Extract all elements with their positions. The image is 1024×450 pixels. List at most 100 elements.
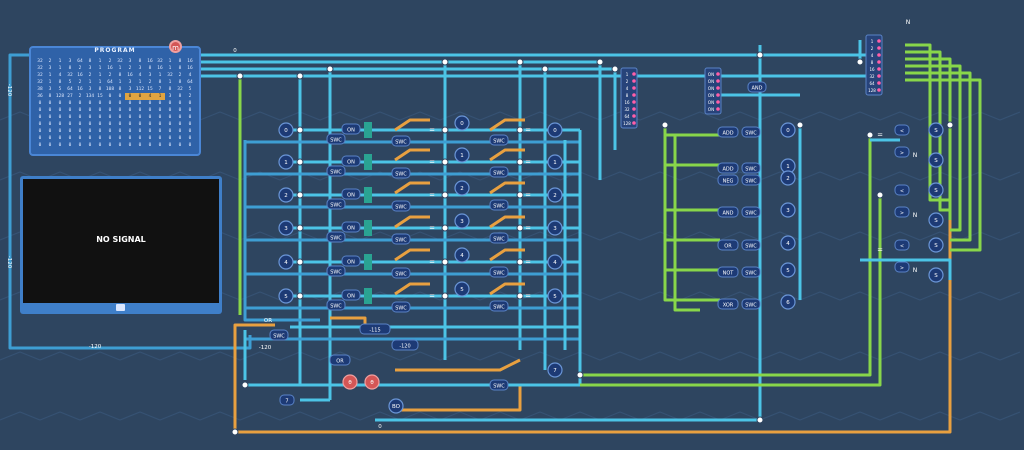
program-cell[interactable]: 0 — [188, 115, 192, 120]
program-cell[interactable]: 1 — [168, 59, 172, 64]
program-cell[interactable]: 0 — [108, 101, 112, 106]
program-cell[interactable]: 0 — [58, 129, 62, 134]
program-cell[interactable]: 8 — [48, 94, 52, 99]
program-cell[interactable]: 0 — [178, 129, 182, 134]
program-cell[interactable]: 8 — [178, 66, 182, 71]
bottom-neg120[interactable] — [391, 339, 419, 351]
program-cell[interactable]: 0 — [118, 94, 122, 99]
program-cell[interactable]: 0 — [88, 136, 92, 141]
program-cell[interactable]: 0 — [38, 136, 42, 141]
program-cell[interactable]: 0 — [108, 143, 112, 148]
value-4-a[interactable] — [454, 247, 470, 263]
latch-5[interactable] — [364, 288, 372, 304]
program-cell[interactable]: 1 — [88, 80, 92, 85]
latch-1[interactable] — [364, 154, 372, 170]
on-3[interactable] — [341, 221, 361, 233]
program-cell[interactable]: 0 — [38, 108, 42, 113]
program-cell[interactable]: 0 — [118, 108, 122, 113]
switch-3-c[interactable] — [489, 232, 509, 244]
program-cell[interactable]: 8 — [138, 59, 142, 64]
program-cell[interactable]: 5 — [58, 87, 62, 92]
program-cell[interactable]: 15 — [97, 94, 103, 99]
program-cell[interactable]: 0 — [58, 122, 62, 127]
program-cell[interactable]: 1 — [155, 93, 165, 100]
program-cell[interactable]: 0 — [118, 122, 122, 127]
program-cell[interactable]: 134 — [85, 94, 95, 99]
memory-icon[interactable]: m — [169, 40, 182, 53]
switch-4-a[interactable] — [326, 265, 346, 277]
program-cell[interactable]: 1 — [158, 73, 162, 78]
switch-bottom-a[interactable] — [269, 329, 289, 341]
value-0-b[interactable] — [547, 122, 563, 138]
register-3[interactable] — [278, 220, 294, 236]
on-0[interactable] — [341, 123, 361, 135]
program-cell[interactable]: 0 — [68, 101, 72, 106]
program-cell[interactable]: 2 — [78, 80, 82, 85]
program-cell[interactable]: 3 — [48, 66, 52, 71]
right-s-5[interactable] — [928, 267, 944, 283]
program-cell[interactable]: 0 — [98, 115, 102, 120]
switch-4-c[interactable] — [489, 266, 509, 278]
program-cell[interactable]: 0 — [68, 129, 72, 134]
program-cell[interactable]: 0 — [68, 136, 72, 141]
program-cell[interactable]: 0 — [108, 129, 112, 134]
program-cell[interactable]: 0 — [125, 93, 135, 100]
program-cell[interactable]: 0 — [168, 129, 172, 134]
program-cell[interactable]: 2 — [78, 94, 82, 99]
program-cell[interactable]: 27 — [67, 94, 73, 99]
program-cell[interactable]: 2 — [78, 66, 82, 71]
right-s-4[interactable] — [928, 212, 944, 228]
program-cell[interactable]: 0 — [88, 108, 92, 113]
program-cell[interactable]: 1 — [98, 73, 102, 78]
alu-switch-0[interactable] — [741, 126, 761, 138]
register-5[interactable] — [278, 288, 294, 304]
right-cmp-b-0[interactable] — [894, 146, 910, 158]
program-cell[interactable]: 0 — [38, 129, 42, 134]
program-cell[interactable]: 0 — [138, 143, 142, 148]
program-cell[interactable]: 3 — [68, 59, 72, 64]
program-cell[interactable]: 3 — [138, 66, 142, 71]
program-cell[interactable]: 0 — [135, 93, 145, 100]
switch-5-c[interactable] — [489, 300, 509, 312]
program-cell[interactable]: 16 — [127, 73, 133, 78]
program-cell[interactable]: 1 — [168, 66, 172, 71]
program-cell[interactable]: 0 — [98, 129, 102, 134]
alu-switch-2[interactable] — [741, 174, 761, 186]
program-cell[interactable]: 1 — [138, 80, 142, 85]
program-cell[interactable]: 0 — [68, 143, 72, 148]
switch-0-b[interactable] — [391, 135, 411, 147]
switch-0-a[interactable] — [326, 133, 346, 145]
program-cell[interactable]: 1 — [98, 80, 102, 85]
switch-4-b[interactable] — [391, 267, 411, 279]
alu-op-0[interactable] — [717, 126, 739, 138]
program-cell[interactable]: 0 — [168, 115, 172, 120]
program-cell[interactable]: 0 — [108, 136, 112, 141]
bottom-box[interactable] — [359, 323, 391, 335]
alu-op-5[interactable] — [717, 266, 739, 278]
program-cell[interactable]: 0 — [188, 108, 192, 113]
program-cell[interactable]: 3 — [168, 94, 172, 99]
program-cell[interactable]: 1 — [168, 80, 172, 85]
program-cell[interactable]: 0 — [188, 129, 192, 134]
program-cell[interactable]: 8 — [178, 80, 182, 85]
program-cell[interactable]: 112 — [135, 87, 145, 92]
program-cell[interactable]: 1 — [118, 66, 122, 71]
program-cell[interactable]: 0 — [48, 101, 52, 106]
switch-1-a[interactable] — [326, 165, 346, 177]
program-cell[interactable]: 0 — [98, 108, 102, 113]
program-cell[interactable]: 8 — [118, 87, 122, 92]
value-3-a[interactable] — [454, 213, 470, 229]
program-cell[interactable]: 0 — [168, 136, 172, 141]
program-cell[interactable]: 15 — [147, 87, 153, 92]
program-cell[interactable]: 1 — [118, 80, 122, 85]
program-cell[interactable]: 0 — [158, 101, 162, 106]
program-cell[interactable]: 64 — [107, 80, 113, 85]
program-cell[interactable]: 8 — [68, 66, 72, 71]
alu-out-5[interactable] — [780, 262, 796, 278]
program-cell[interactable]: 2 — [88, 73, 92, 78]
program-cell[interactable]: 0 — [148, 115, 152, 120]
alu-op-4[interactable] — [717, 239, 739, 251]
program-cell[interactable]: 8 — [98, 87, 102, 92]
register-1[interactable] — [278, 154, 294, 170]
latch-3[interactable] — [364, 220, 372, 236]
